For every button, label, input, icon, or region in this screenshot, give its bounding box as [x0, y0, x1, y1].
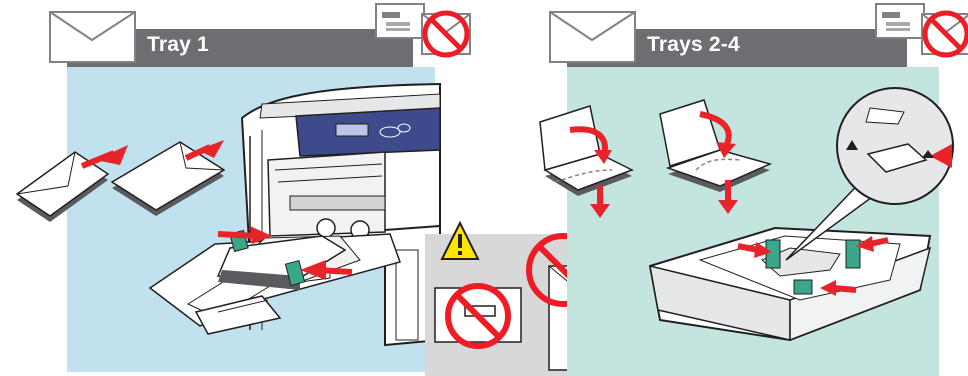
envelope-icon	[50, 12, 135, 62]
tray1-panel: Tray 1	[0, 0, 484, 376]
envelope-icon	[550, 12, 635, 62]
no-envelope-icon	[922, 13, 968, 55]
trays-2-4-panel: Trays 2-4	[500, 0, 968, 376]
tray1-title: Tray 1	[147, 33, 209, 57]
trays-2-4-title: Trays 2-4	[647, 33, 740, 57]
tray1-illustration	[0, 0, 484, 376]
envelope-window-icon	[376, 4, 424, 38]
envelope-window-icon	[876, 4, 924, 38]
